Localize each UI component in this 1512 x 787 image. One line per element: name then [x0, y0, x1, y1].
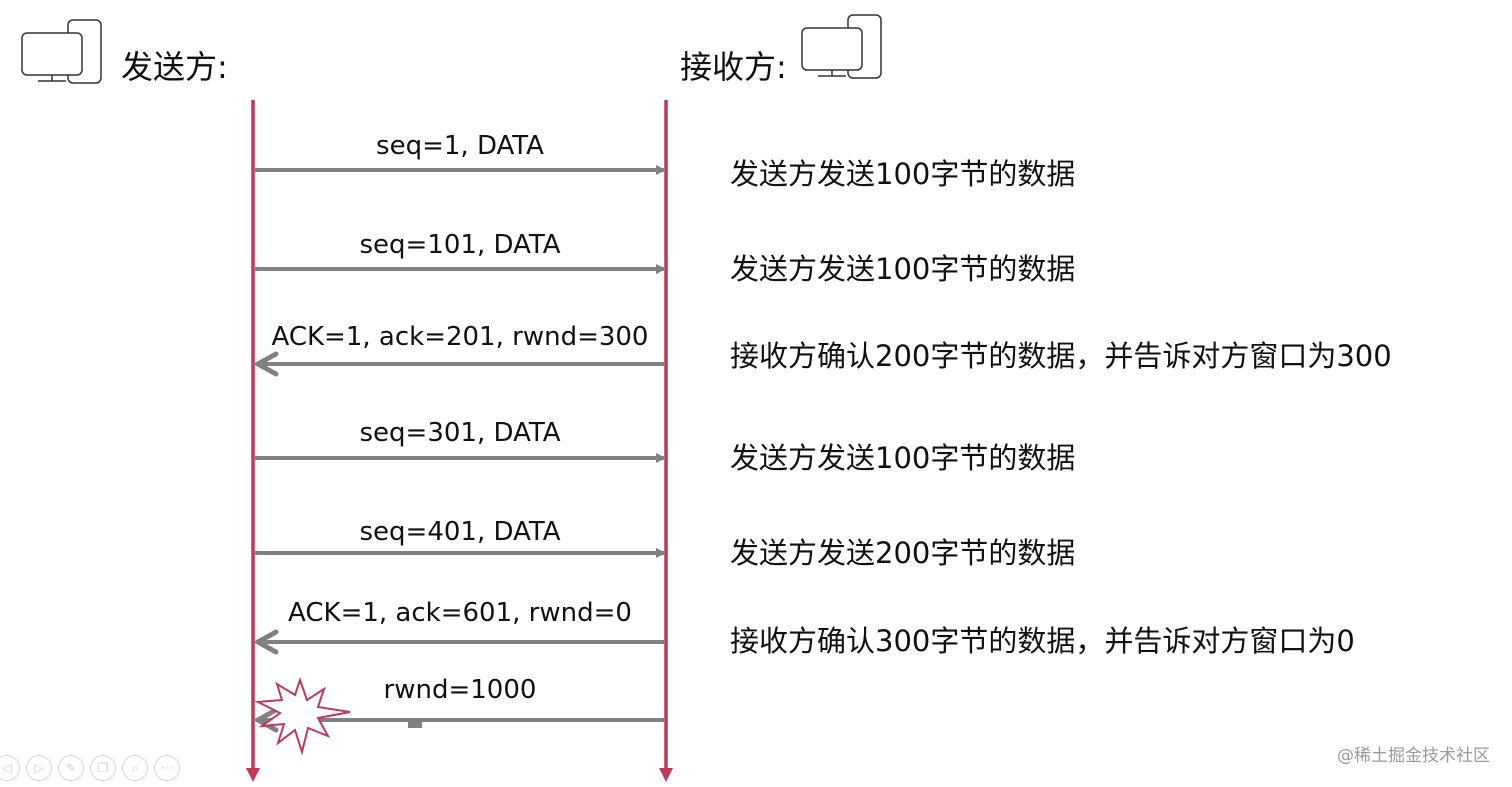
presentation-toolbar: ◁ ▷ ✎ ❐ ⌕ ··· [0, 755, 180, 781]
receiver-label: 接收方: [680, 48, 787, 86]
message-label: seq=1, DATA [376, 131, 544, 161]
message-note: 接收方确认200字节的数据，并告诉对方窗口为300 [730, 339, 1392, 373]
receiver-computer-icon [801, 14, 882, 79]
play-button[interactable]: ▷ [26, 755, 52, 781]
zoom-button[interactable]: ⌕ [122, 755, 148, 781]
arrow-head [252, 351, 279, 377]
lost-packet-marker [408, 719, 422, 728]
slides-icon: ❐ [97, 761, 109, 775]
arrow-head [252, 629, 279, 655]
packet-lost-burst-icon [254, 676, 351, 756]
message-label: rwnd=1000 [383, 675, 537, 705]
message-note: 接收方确认300字节的数据，并告诉对方窗口为0 [730, 624, 1355, 658]
sender-label: 发送方: [121, 48, 228, 86]
message-note: 发送方发送100字节的数据 [730, 157, 1076, 191]
pen-button[interactable]: ✎ [58, 755, 84, 781]
watermark: @稀土掘金技术社区 [1337, 746, 1490, 766]
message-label: ACK=1, ack=201, rwnd=300 [271, 322, 649, 352]
pen-icon: ✎ [65, 761, 77, 775]
prev-button[interactable]: ◁ [0, 755, 20, 781]
play-icon: ▷ [34, 761, 44, 775]
message-label: seq=401, DATA [359, 517, 561, 547]
arrow-head [252, 707, 279, 733]
message-label: ACK=1, ack=601, rwnd=0 [288, 598, 632, 628]
message-label: seq=301, DATA [359, 418, 561, 448]
zoom-icon: ⌕ [131, 760, 139, 775]
sender-computer-icon [21, 19, 102, 84]
message-note: 发送方发送200字节的数据 [730, 536, 1076, 570]
more-button[interactable]: ··· [154, 755, 180, 781]
message-label: seq=101, DATA [359, 230, 561, 260]
message-note: 发送方发送100字节的数据 [730, 441, 1076, 475]
slides-button[interactable]: ❐ [90, 755, 116, 781]
prev-icon: ◁ [2, 761, 12, 775]
message-note: 发送方发送100字节的数据 [730, 252, 1076, 286]
more-icon: ··· [161, 761, 173, 775]
